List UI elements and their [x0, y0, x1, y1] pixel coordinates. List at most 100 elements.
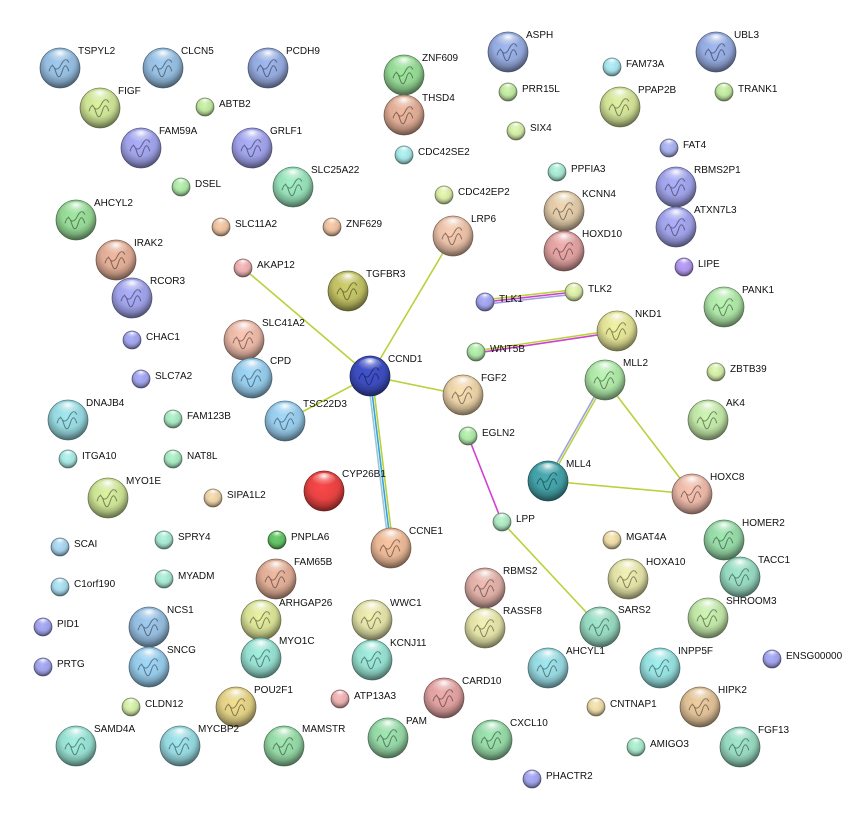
- node-pnpla6[interactable]: PNPLA6: [267, 530, 330, 550]
- node-sncg[interactable]: SNCG: [128, 645, 196, 688]
- node-irak2[interactable]: IRAK2: [95, 238, 163, 281]
- edge-ccnd1-lrp6[interactable]: [369, 235, 454, 377]
- node-lipe[interactable]: LIPE: [674, 257, 720, 277]
- node-pou2f1[interactable]: POU2F1: [215, 685, 293, 728]
- node-kcnj11[interactable]: KCNJ11: [351, 638, 427, 681]
- node-pam[interactable]: PAM: [367, 716, 427, 759]
- node-akap12[interactable]: AKAP12: [233, 258, 295, 278]
- node-tspyl2[interactable]: TSPYL2: [39, 46, 116, 89]
- node-asph[interactable]: ASPH: [487, 30, 553, 73]
- node-ccnd1[interactable]: CCND1: [349, 354, 423, 397]
- node-ncs1[interactable]: NCS1: [128, 605, 194, 648]
- node-lrp6[interactable]: LRP6: [432, 214, 496, 257]
- node-cdc42se2[interactable]: CDC42SE2: [394, 145, 470, 165]
- node-rbms2p1[interactable]: RBMS2P1: [655, 165, 741, 208]
- node-rcor3[interactable]: RCOR3: [111, 276, 185, 319]
- node-inpp5f[interactable]: INPP5F: [639, 646, 713, 689]
- node-pcdh9[interactable]: PCDH9: [247, 46, 320, 89]
- edge-tlk1-tlk2[interactable]: [484, 291, 575, 303]
- edge-lpp-sars2[interactable]: [501, 521, 601, 628]
- node-amigo3[interactable]: AMIGO3: [626, 737, 689, 757]
- node-cyp26b1[interactable]: CYP26B1: [303, 469, 386, 512]
- edge-ccnd1-akap12[interactable]: [242, 267, 371, 377]
- node-homer2[interactable]: HOMER2: [703, 518, 785, 561]
- node-slc25a22[interactable]: SLC25A22: [272, 165, 360, 208]
- node-fgf13[interactable]: FGF13: [719, 725, 790, 768]
- node-atp13a3[interactable]: ATP13A3: [330, 689, 396, 709]
- node-fgf2[interactable]: FGF2: [442, 373, 507, 416]
- node-tlk1[interactable]: TLK1: [475, 292, 523, 312]
- node-hoxd10[interactable]: HOXD10: [543, 229, 622, 272]
- node-dsel[interactable]: DSEL: [171, 177, 222, 197]
- node-znf609[interactable]: ZNF609: [383, 53, 459, 96]
- node-mgat4a[interactable]: MGAT4A: [602, 530, 667, 550]
- node-arhgap26[interactable]: ARHGAP26: [240, 598, 333, 641]
- node-clcn5[interactable]: CLCN5: [142, 46, 214, 89]
- node-nkd1[interactable]: NKD1: [596, 309, 662, 352]
- node-zbtb39[interactable]: ZBTB39: [706, 362, 767, 382]
- node-card10[interactable]: CARD10: [423, 676, 502, 719]
- node-atxn7l3[interactable]: ATXN7L3: [655, 205, 737, 248]
- node-tgfbr3[interactable]: TGFBR3: [327, 269, 406, 312]
- edge-tlk1-tlk2[interactable]: [485, 293, 575, 305]
- node-slc11a2[interactable]: SLC11A2: [211, 217, 278, 237]
- node-itga10[interactable]: ITGA10: [58, 449, 117, 469]
- node-trank1[interactable]: TRANK1: [714, 82, 778, 102]
- node-ensg00000[interactable]: ENSG00000: [762, 649, 842, 669]
- node-cldn12[interactable]: CLDN12: [121, 697, 184, 717]
- node-pank1[interactable]: PANK1: [703, 285, 774, 328]
- node-hipk2[interactable]: HIPK2: [679, 685, 747, 728]
- node-phactr2[interactable]: PHACTR2: [522, 769, 593, 789]
- node-cntnap1[interactable]: CNTNAP1: [586, 697, 657, 717]
- node-sipa1l2[interactable]: SIPA1L2: [203, 488, 266, 508]
- node-mamstr[interactable]: MAMSTR: [263, 724, 345, 767]
- node-shroom3[interactable]: SHROOM3: [687, 596, 777, 639]
- node-wnt5b[interactable]: WNT5B: [466, 342, 525, 362]
- node-mll2[interactable]: MLL2: [584, 358, 648, 401]
- node-fam123b[interactable]: FAM123B: [163, 409, 231, 429]
- node-rbms2[interactable]: RBMS2: [464, 566, 538, 609]
- node-sars2[interactable]: SARS2: [579, 605, 651, 648]
- node-cdc42ep2[interactable]: CDC42EP2: [434, 185, 510, 205]
- edge-mll4-hoxc8[interactable]: [547, 480, 693, 495]
- node-tsc22d3[interactable]: TSC22D3: [264, 399, 347, 442]
- edge-egln2-lpp[interactable]: [467, 435, 503, 523]
- edge-wnt5b-nkd1[interactable]: [476, 331, 618, 354]
- node-prtg[interactable]: PRTG: [33, 657, 85, 677]
- node-spry4[interactable]: SPRY4: [154, 530, 211, 550]
- node-cxcl10[interactable]: CXCL10: [471, 718, 548, 761]
- node-scai[interactable]: SCAI: [50, 537, 97, 557]
- node-ahcyl1[interactable]: AHCYL1: [527, 646, 605, 689]
- node-myo1e[interactable]: MYO1E: [87, 476, 161, 519]
- node-dnajb4[interactable]: DNAJB4: [47, 398, 125, 441]
- node-cpd[interactable]: CPD: [231, 356, 291, 399]
- node-fam65b[interactable]: FAM65B: [255, 557, 333, 600]
- edge-ccnd1-ccne1[interactable]: [367, 376, 390, 549]
- node-myadm[interactable]: MYADM: [154, 569, 214, 589]
- node-fat4[interactable]: FAT4: [659, 138, 707, 158]
- node-ak4[interactable]: AK4: [687, 398, 745, 441]
- node-c1orf190[interactable]: C1orf190: [50, 577, 116, 597]
- node-samd4a[interactable]: SAMD4A: [55, 724, 135, 767]
- node-wwc1[interactable]: WWC1: [351, 598, 422, 641]
- node-figf[interactable]: FIGF: [79, 86, 141, 129]
- node-hoxa10[interactable]: HOXA10: [607, 557, 686, 600]
- node-abtb2[interactable]: ABTB2: [195, 97, 251, 117]
- node-ppap2b[interactable]: PPAP2B: [599, 85, 676, 128]
- node-slc41a2[interactable]: SLC41A2: [223, 318, 305, 361]
- edge-ccnd1-ccne1[interactable]: [371, 375, 394, 548]
- node-lpp[interactable]: LPP: [492, 512, 535, 532]
- node-prr15l[interactable]: PRR15L: [498, 82, 560, 102]
- node-ppfia3[interactable]: PPFIA3: [547, 162, 606, 182]
- node-nat8l[interactable]: NAT8L: [163, 449, 218, 469]
- edge-wnt5b-nkd1[interactable]: [475, 329, 617, 352]
- node-mll4[interactable]: MLL4: [527, 459, 591, 502]
- node-znf629[interactable]: ZNF629: [322, 217, 383, 237]
- node-fam73a[interactable]: FAM73A: [602, 57, 665, 77]
- node-myo1c[interactable]: MYO1C: [240, 636, 315, 679]
- node-egln2[interactable]: EGLN2: [458, 426, 515, 446]
- edge-tlk1-tlk2[interactable]: [484, 289, 574, 301]
- node-ubl3[interactable]: UBL3: [695, 30, 759, 73]
- node-grlf1[interactable]: GRLF1: [231, 126, 303, 169]
- node-rassf8[interactable]: RASSF8: [464, 606, 542, 649]
